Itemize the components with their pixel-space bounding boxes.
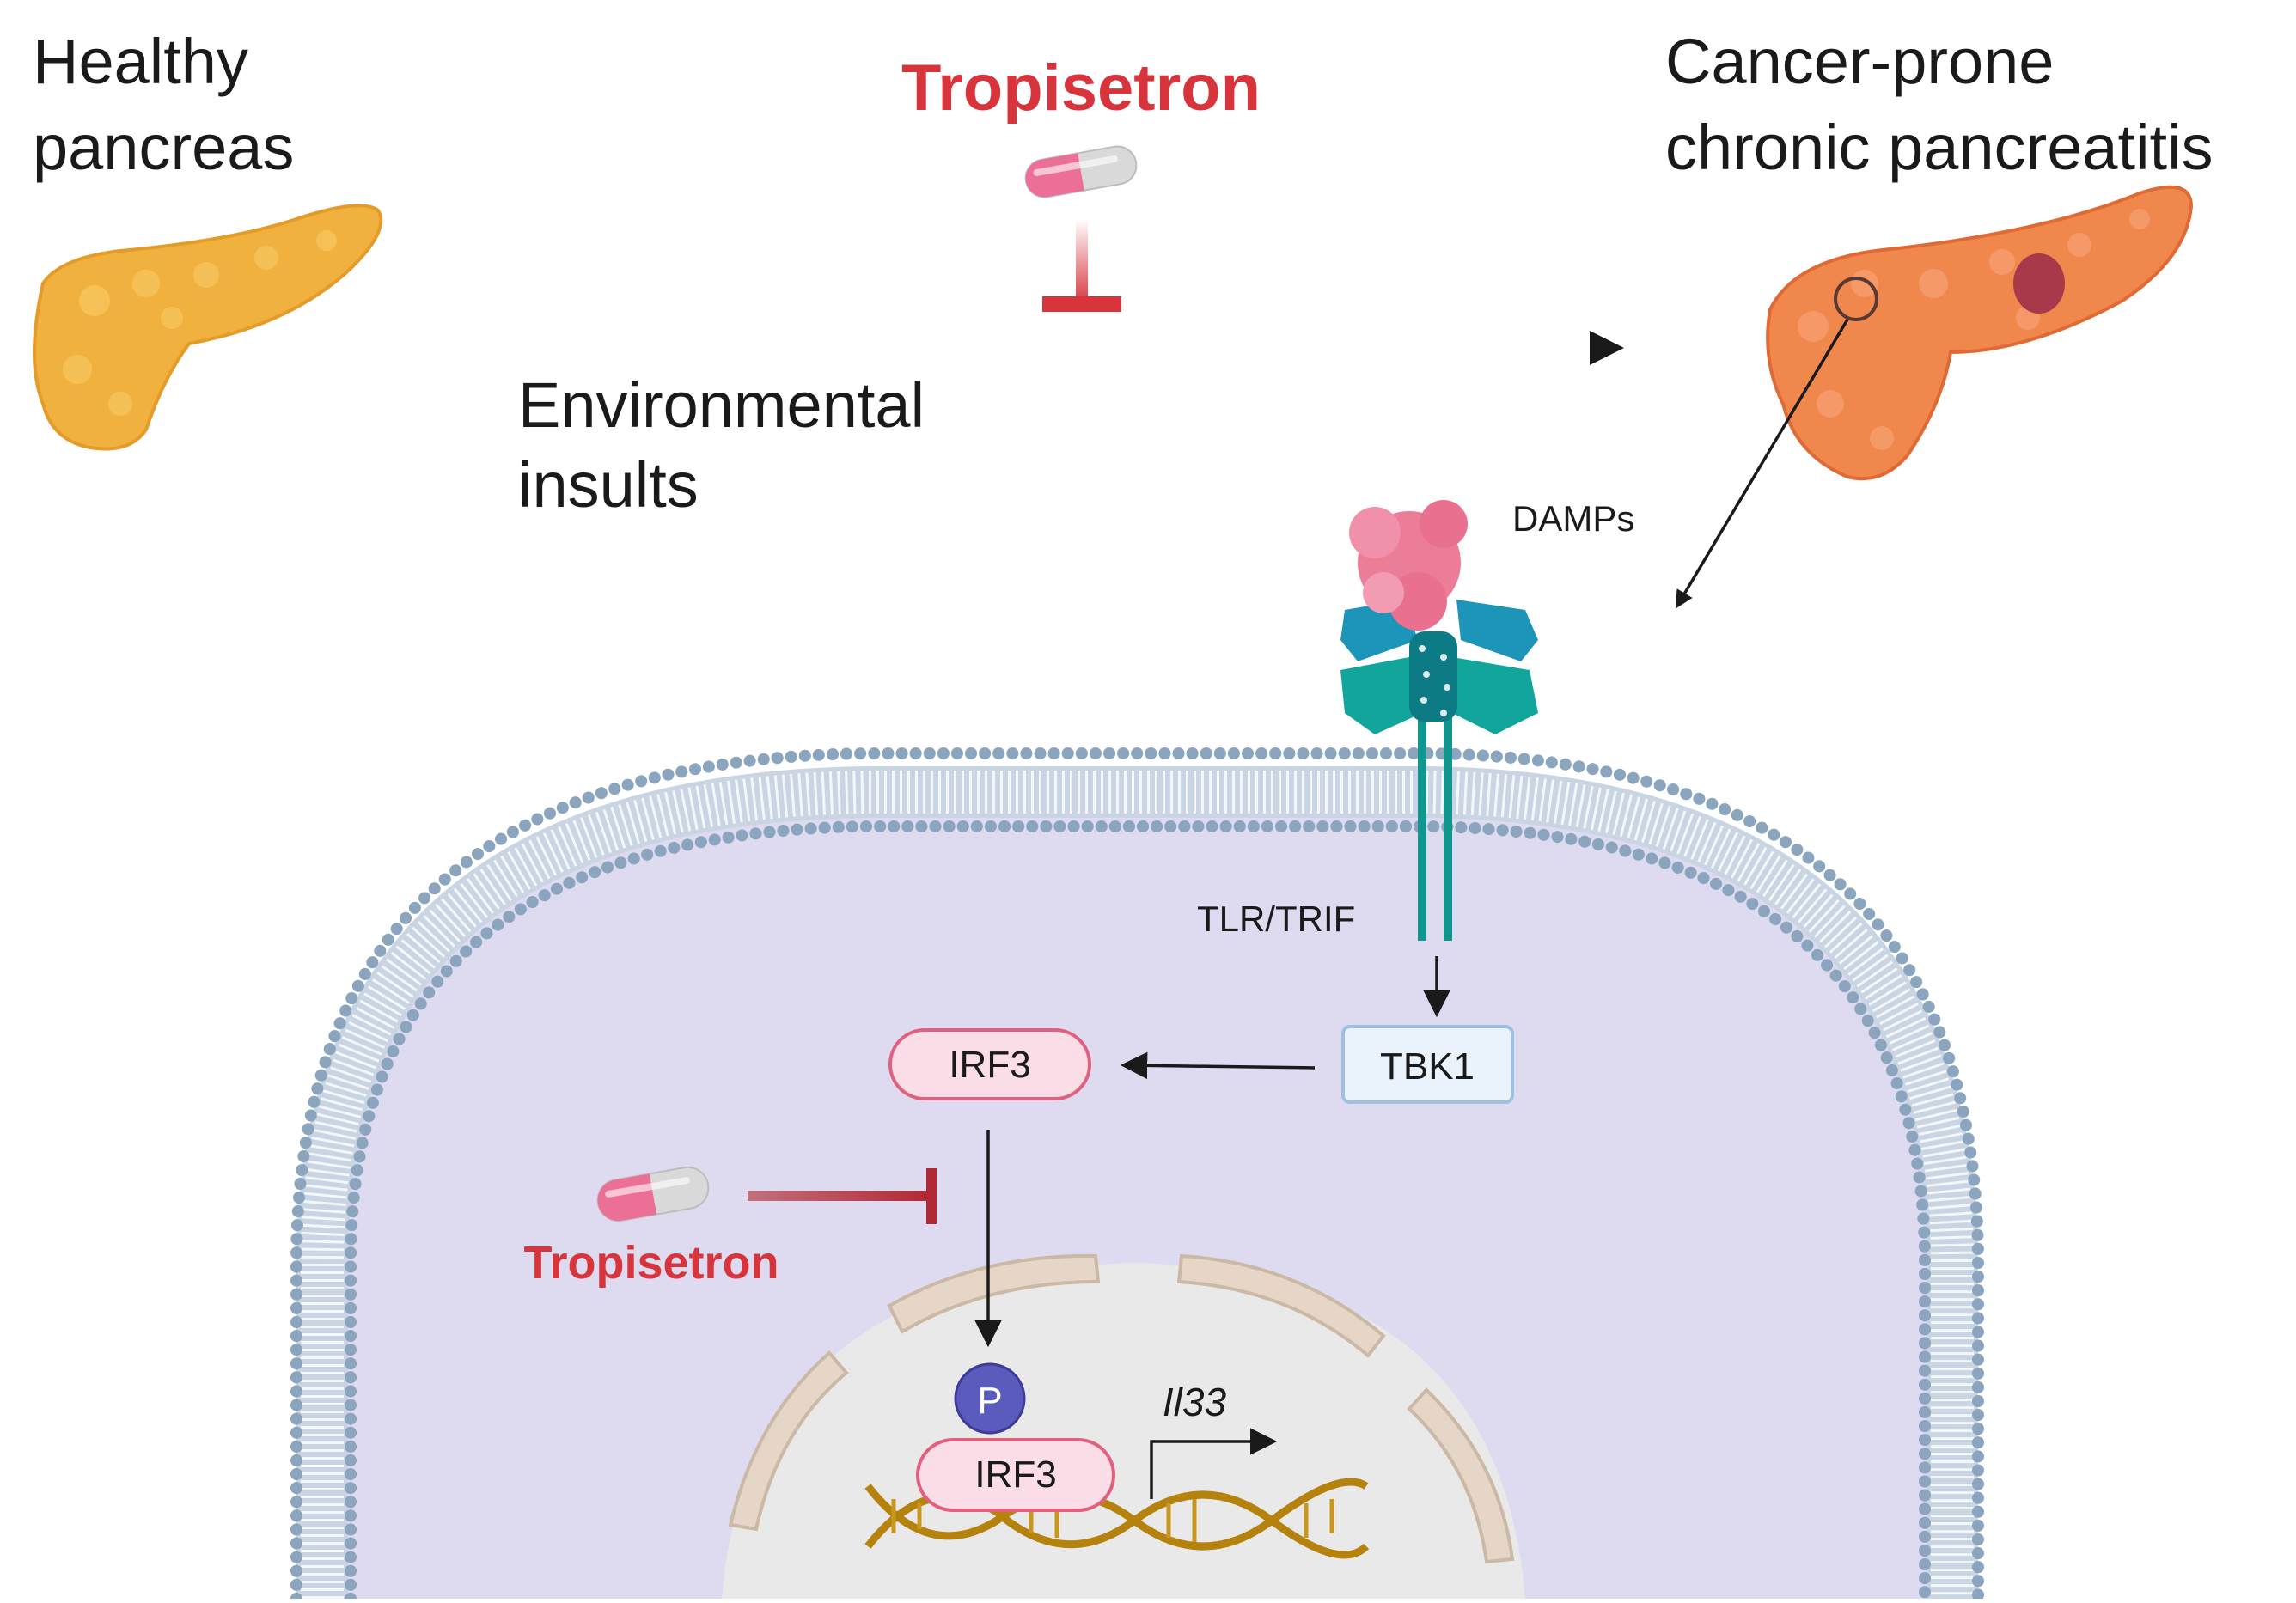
nuclear-envelope [728, 1253, 1515, 1564]
inhibition-symbol-top [1042, 219, 1121, 312]
tlr-trif-label: TLR/TRIF [1197, 899, 1355, 939]
cancer-prone-label-line2: chronic pancreatitis [1665, 112, 2214, 183]
nucleus [722, 1253, 1525, 1599]
tbk1-node: TBK1 [1341, 1025, 1514, 1104]
lesion-spot [2013, 253, 2065, 314]
cancer-prone-label-line1: Cancer-prone [1665, 26, 2054, 97]
phospho-label: P [977, 1380, 1002, 1422]
zoom-circle [1834, 277, 1878, 321]
inflamed-pancreas-icon [1766, 185, 2194, 481]
cell-membrane [290, 747, 1984, 1603]
il33-gene-label: Il33 [1163, 1380, 1227, 1424]
pill-icon [1024, 145, 1138, 198]
tropisetron-cell-label: Tropisetron [523, 1237, 779, 1289]
healthy-pancreas-label-line1: Healthy [33, 26, 248, 97]
healthy-pancreas-icon [33, 204, 383, 451]
irf3-nucleus-label: IRF3 [974, 1454, 1056, 1496]
progression-arrowhead [1590, 331, 1624, 365]
receptor-icon [1340, 600, 1538, 941]
transcription-start-arrow [1150, 1428, 1278, 1499]
tropisetron-top-label: Tropisetron [901, 52, 1261, 125]
irf3-cytoplasm-label: IRF3 [949, 1044, 1030, 1086]
phospho-node: P [954, 1362, 1026, 1435]
environmental-insults-label-line1: Environmental [518, 369, 925, 441]
zoom-arrow [1675, 319, 1849, 609]
inhibition-symbol-cell [748, 1168, 937, 1224]
environmental-insults-label-line2: insults [518, 449, 699, 521]
tbk1-to-irf3-arrow [1120, 1051, 1316, 1080]
pill-icon [596, 1166, 710, 1222]
damps-label: DAMPs [1512, 498, 1634, 539]
tbk1-label: TBK1 [1380, 1045, 1475, 1088]
damp-ligand-icon [1349, 500, 1468, 631]
healthy-pancreas-label-line2: pancreas [33, 112, 294, 183]
irf3-cytoplasm-node: IRF3 [888, 1028, 1091, 1100]
irf3-nucleus-node: IRF3 [916, 1438, 1115, 1512]
